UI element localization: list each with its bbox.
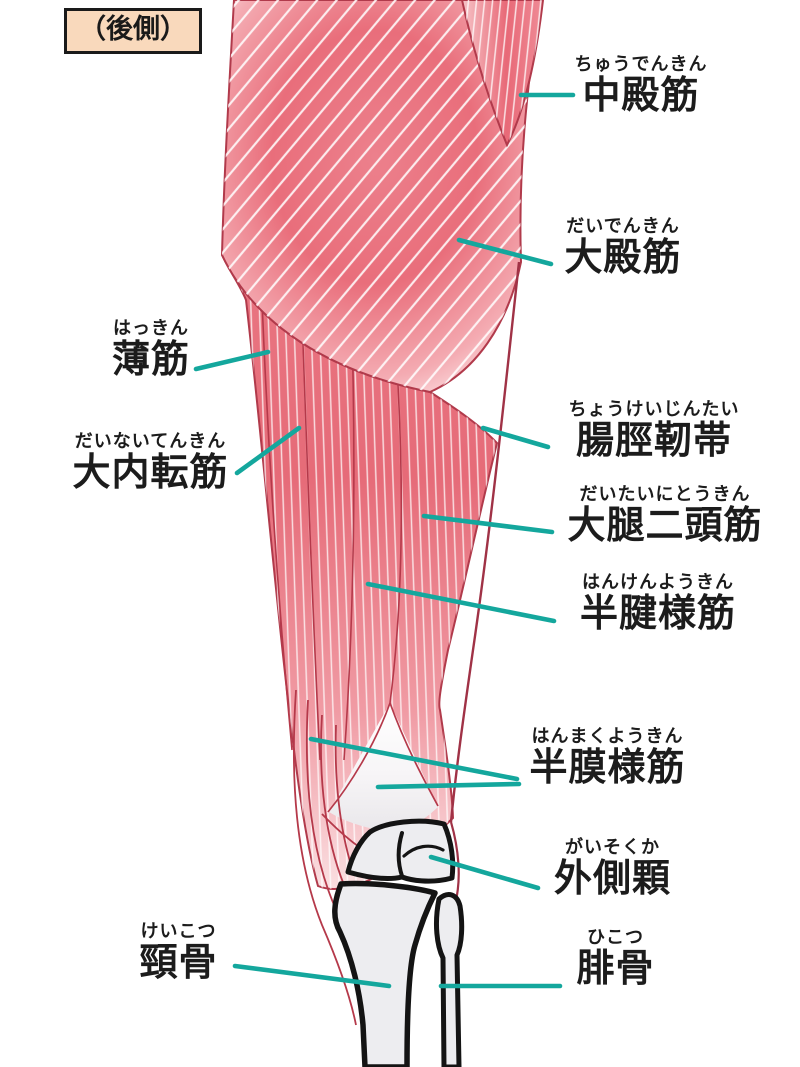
label-fibula: ひこつ 腓骨 xyxy=(533,927,698,990)
label-semitendinosus: はんけんようきん 半腱様筋 xyxy=(553,572,763,635)
kanji-gracilis: 薄筋 xyxy=(111,336,190,381)
pointer-adductor xyxy=(234,425,302,476)
kanji-gluteus-maximus: 大殿筋 xyxy=(564,234,682,279)
label-lateral-condyle: がいそくか 外側顆 xyxy=(530,837,695,900)
pointer-lines xyxy=(193,92,576,989)
pointer-lateral-condyle xyxy=(428,854,541,891)
furigana-tibia: けいこつ xyxy=(140,921,217,942)
fibula-bone xyxy=(433,892,465,1067)
label-biceps-femoris: だいたいにとうきん 大腿二頭筋 xyxy=(552,484,778,547)
kanji-tibia: 頸骨 xyxy=(139,939,218,984)
pointer-biceps xyxy=(421,513,555,535)
kanji-biceps-femoris: 大腿二頭筋 xyxy=(567,502,763,547)
condyle-divider xyxy=(396,831,404,878)
kanji-semimembranosus: 半膜様筋 xyxy=(529,744,686,789)
label-semimembranosus: はんまくようきん 半膜様筋 xyxy=(500,726,715,789)
pointer-tibia xyxy=(232,963,392,989)
tibia-bone xyxy=(332,880,438,1067)
furigana-gracilis: はっきん xyxy=(113,318,189,339)
furigana-adductor-magnus: だいないてんきん xyxy=(74,431,227,452)
furigana-semimembranosus: はんまくようきん xyxy=(531,726,684,747)
furigana-iliotibial-band: ちょうけいじんたい xyxy=(568,399,740,420)
label-gluteus-medius: ちゅうでんきん 中殿筋 xyxy=(556,54,726,117)
pointer-itb xyxy=(480,425,551,450)
furigana-gluteus-medius: ちゅうでんきん xyxy=(574,54,708,75)
furigana-lateral-condyle: がいそくか xyxy=(565,837,660,858)
pointer-semimembranosus-upper xyxy=(308,736,520,782)
pointer-semitendinosus xyxy=(365,581,557,624)
label-iliotibial-band: ちょうけいじんたい 腸脛靭帯 xyxy=(548,399,760,462)
kanji-adductor-magnus: 大内転筋 xyxy=(72,449,229,494)
label-gluteus-maximus: だいでんきん 大殿筋 xyxy=(538,216,708,279)
label-tibia: けいこつ 頸骨 xyxy=(96,921,261,984)
kanji-iliotibial-band: 腸脛靭帯 xyxy=(575,417,732,462)
furigana-biceps-femoris: だいたいにとうきん xyxy=(579,484,751,505)
kanji-gluteus-medius: 中殿筋 xyxy=(582,72,700,117)
kanji-semitendinosus: 半腱様筋 xyxy=(579,590,736,635)
view-side-tag: （後側） xyxy=(64,8,202,55)
lateral-condyle-arc xyxy=(402,844,445,858)
knee-bones xyxy=(332,818,465,1067)
furigana-semitendinosus: はんけんようきん xyxy=(582,572,734,593)
pointer-gracilis xyxy=(193,349,271,372)
label-adductor-magnus: だいないてんきん 大内転筋 xyxy=(48,431,253,494)
kanji-lateral-condyle: 外側顆 xyxy=(553,855,671,900)
furigana-fibula: ひこつ xyxy=(587,927,644,948)
pointer-semimembranosus-lower xyxy=(375,781,522,790)
kanji-fibula: 腓骨 xyxy=(576,945,655,990)
pointer-gluteus-maximus xyxy=(456,237,554,267)
label-gracilis: はっきん 薄筋 xyxy=(66,318,236,381)
furigana-gluteus-maximus: だいでんきん xyxy=(566,216,680,237)
